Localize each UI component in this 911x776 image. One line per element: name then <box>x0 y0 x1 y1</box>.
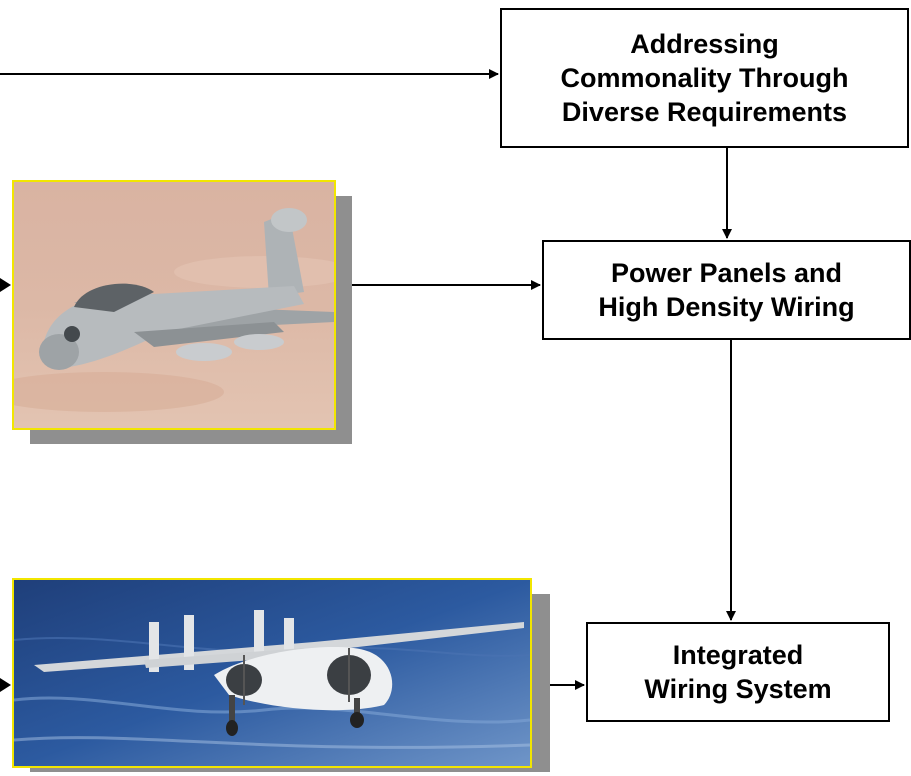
photo-jet-desert <box>12 180 336 430</box>
integrated-wiring-box: Integrated Wiring System <box>586 622 890 722</box>
arrowhead-into-photo2 <box>0 678 11 692</box>
addressing-line-2: Commonality Through <box>560 63 849 93</box>
propeller-aircraft-image <box>14 580 530 766</box>
addressing-line-1: Addressing <box>630 29 779 59</box>
arrowhead-into-photo1 <box>0 278 11 292</box>
integrated-line-2: Wiring System <box>644 674 832 704</box>
power-line-2: High Density Wiring <box>598 292 855 322</box>
power-line-1: Power Panels and <box>610 258 843 288</box>
addressing-commonality-box: Addressing Commonality Through Diverse R… <box>500 8 909 148</box>
photo-propeller-ocean <box>12 578 532 768</box>
addressing-line-3: Diverse Requirements <box>561 97 848 127</box>
integrated-line-1: Integrated <box>672 640 804 670</box>
power-panels-box: Power Panels and High Density Wiring <box>542 240 911 340</box>
jet-aircraft-image <box>14 182 334 428</box>
